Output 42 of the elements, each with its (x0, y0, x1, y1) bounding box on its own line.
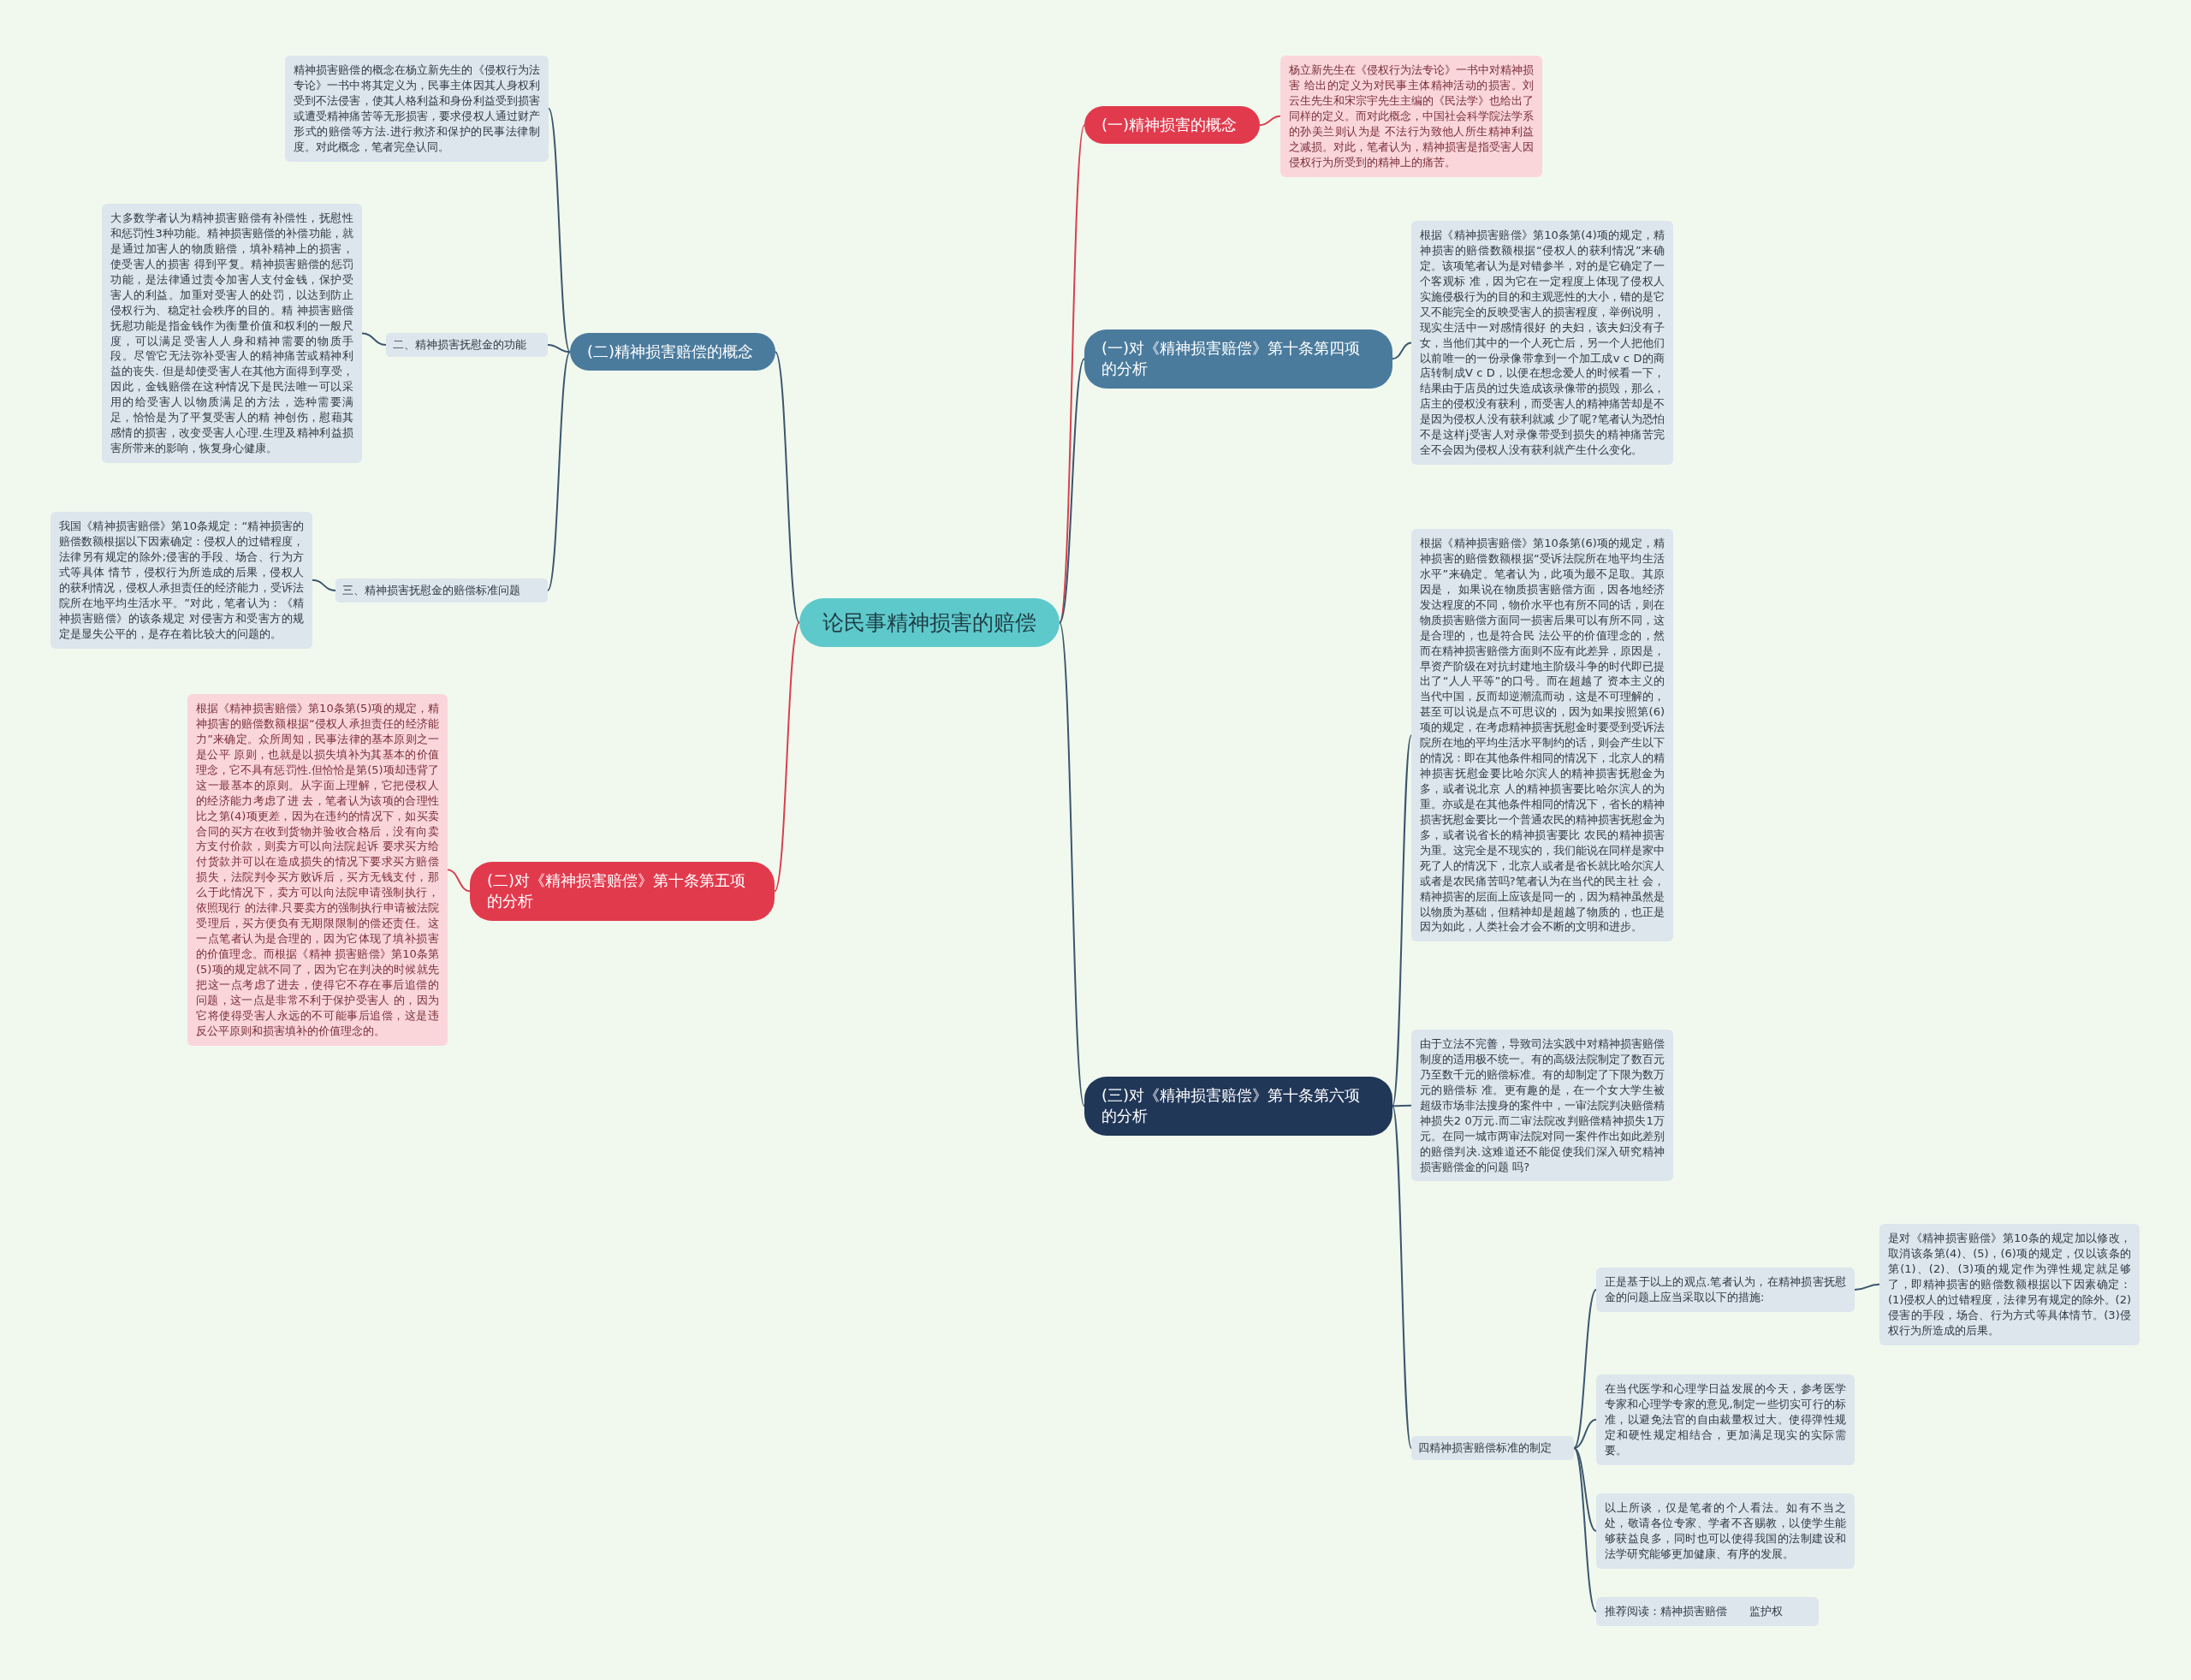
subtopic-label: 三、精神损害抚慰金的赔偿标准问题 (335, 579, 548, 603)
connector-line (447, 869, 471, 893)
connector-line (312, 579, 336, 591)
connector-line (1392, 734, 1412, 1107)
note-card: 根据《精神损害赔偿》第10条第(4)项的规定，精神损害的赔偿数额根据“侵权人的获利情况”来确定。该项笔者认为是对错参半，对的是它确定了一个客观标 准，因为它在一定程度上体现了侵权人实施侵极行为的目的和主观恶性的大小，错的是它又不能完全的反映受害人的损害程度，举例说明，现实生活中一对感情很好 的夫妇，该夫妇没有子女，当他们其中的一个人死亡后，另一个人把他们以前唯一的一份录像带拿到一个加工成v c D的商店转制成V c D，以便在想念爱人的时候看一下，结果由于店员的过失造成该录像带的损毁，那么，店主的侵权没有获利，而受害人的精神痛苦却是不是因为侵权人没有获利就减 少了呢?笔者认为恐怕不是这样j受害人对录像带受到损失的精神痛苦完全不会因为侵权人没有获利就产生什么变化。 (1411, 221, 1673, 466)
note-card: 在当代医学和心理学日益发展的今天，参考医学专家和心理学专家的意见,制定一些切实可行的标准，以避免法官的自由裁量权过大。使得弹性规定和硬性规定相结合，更加满足现实的实际需要。 (1596, 1374, 1855, 1465)
note-card: 根据《精神损害赔偿》第10条第(6)项的规定，精神损害的赔偿数额根据“受诉法院所在地平均生活水平”来确定。笔者认为，此项为最不足取。其原因是， 如果说在物质损害赔偿方面，因各地经济发达程度的不同，物价水平也有所不同的话，则在物质损害赔偿方面同一损害后果可以有所不同，这是合理的，也是符合民 法公平的价值理念的，然而在精神损害赔偿方面则不应有此差异，原因是，早资产阶级在对抗封建地主阶级斗争的时代即已提出了“人人平等”的口号。而在超越了 资本主义的当代中国，反而却逆潮流而动，这是不可理解的，甚至可以说是点不可思议的，因为如果按照第(6)项的规定，在考虑精神损害抚慰金时要受到受诉法院所在地的平均生活水平制约的话，则会产生以下的情况：即在其他条件相同的情况下，北京人的精神损害抚慰金要比哈尔滨人的精神损害抚慰金为多，或者说北京 人的精神损害要比哈尔滨人的为重。亦或是在其他条件相同的情况下，省长的精神损害抚慰金要比一个普通农民的精神损害抚慰金为多，或者说省长的精神损害要比 农民的精神损害为重。这完全是不现实的，我们能说在同样是家中死了人的情况下，北京人或者是省长就比哈尔滨人或者是农民痛苦吗?笔者认为在当代的民主社 会，精神损害的层面上应该是同一的，因为精神虽然是以物质为基础，但精神却是超越了物质的，也正是因为如此，人类社会才会不断的文明和进步。 (1411, 529, 1673, 942)
branch-topic: (二)精神损害赔偿的概念 (570, 333, 775, 371)
note-card: 杨立新先生在《侵权行为法专论》一书中对精神损害 给出的定义为对民事主体精神活动的损害。刘云生先生和宋宗宇先生主编的《民法学》也给出了同样的定义。而对此概念，中国社会科学院法学系的孙美兰则认为是 不法行为致他人所生精神利益之减损。对此，笔者认为，精神损害是指受害人因侵权行为所受到的精神上的痛苦。 (1280, 56, 1542, 177)
central-topic: 论民事精神损害的赔偿 (799, 598, 1060, 647)
connector-line (1854, 1283, 1880, 1291)
note-card: 根据《精神损害赔偿》第10条第(5)项的规定，精神损害的赔偿数额根据“侵权人承担责任的经济能力”来确定。众所周知，民事法律的基本原则之一是公平 原则，也就是以损失填补为其基本的价值理念，它不具有惩罚性.但恰恰是第(5)项却违背了这一最基本的原则。从字面上理解，它把侵权人的经济能力考虑了进 去，笔者认为该项的合理性比之第(4)项更差，因为在违约的情况下，如买卖合同的买方在收到货物并验收合格后，没有向卖方支付价款，则卖方可以向法院起诉 要求买方给付货款并可以在造成损失的情况下要求买方赔偿损失，法院判令买方败诉后，买方无钱支付，那么于此情况下，卖方可以向法院申请强制执行，依照现行 的法律.只要卖方的强制执行申请被法院受理后，买方便负有无期限限制的偿还责任。这一点笔者认为是合理的，因为它体现了填补损害的价值理念。而根据《精神 损害赔偿》第10条第(5)项的规定就不同了，因为它在判决的时候就先把这一点考虑了进去，使得它不存在事后追偿的问题，这一点是非常不利于保护受害人 的，因为它将使得受害人永远的不可能事后追偿，这是违反公平原则和损害填补的价值理念的。 (187, 694, 448, 1046)
note-card: 推荐阅读：精神损害赔偿 监护权 (1596, 1597, 1819, 1626)
connector-line (1573, 1418, 1597, 1449)
branch-topic: (三)对《精神损害赔偿》第十条第六项的分析 (1084, 1077, 1392, 1136)
branch-topic: (二)对《精神损害赔偿》第十条第五项的分析 (470, 862, 775, 921)
connector-line (547, 344, 571, 353)
note-card: 我国《精神损害赔偿》第10条规定：“精神损害的赔偿数额根据以下因素确定：侵权人的过错程度，法律另有规定的除外;侵害的手段、场合、行为方式等具体 情节，侵权行为所造成的后果，侵权人的获利情况，侵权人承担责任的经济能力，受诉法院所在地平均生活水平。”对此，笔者认为：《精神损害赔偿》的该条规定 对侵害方和受害方的规定是显失公平的，是存在着比较大的问题的。 (50, 512, 312, 649)
note-card: 是对《精神损害赔偿》第10条的规定加以修改，取消该条第(4)、(5)，(6)项的规定，仅以该条的第(1)、(2)、(3)项的规定作为弹性规定就足够了，即精神损害的赔偿数额根据以下因素确定：(1)侵权人的过错程度，法律另有规定的除外。(2)侵害的手段，场合、行为方式等具体情节。(3)侵权行为所造成的后果。 (1879, 1224, 2140, 1345)
connector-line (1573, 1447, 1597, 1532)
subtopic-label: 二、精神损害抚慰金的功能 (386, 333, 548, 357)
note-card: 精神损害赔偿的概念在杨立新先生的《侵权行为法专论》一书中将其定义为，民事主体因其人身权利受到不法侵害，使其人格利益和身份利益受到损害或遭受精神痛苦等无形损害，要求侵权人通过财产形式的赔偿等方法.进行救济和保护的民事法律制度。对此概念，笔者完垒认同。 (285, 56, 549, 162)
branch-topic: (一)精神损害的概念 (1084, 106, 1260, 145)
connector-line (1392, 1105, 1412, 1449)
note-card: 正是基于以上的观点.笔者认为，在精神损害抚慰金的问题上应当采取以下的措施: (1596, 1267, 1855, 1312)
connector-line (1573, 1447, 1597, 1612)
note-card: 由于立法不完善，导致司法实践中对精神损害赔偿制度的适用极不统一。有的高级法院制定了数百元乃至数千元的赔偿标准。有的却制定了下限为数万元的赔偿标 准。更有趣的是，在一个女大学生被超级市场非法搜身的案件中，一审法院判决赔偿精神损失2 0万元.而二审法院改判赔偿精神损失1万元。在同一城市两审法院对同一案件作出如此差别的赔偿判决.这难道还不能促使我们深入研究精神损害赔偿金的问题 吗? (1411, 1030, 1673, 1182)
note-card: 以上所谈，仅是笔者的个人看法。如有不当之处，敬请各位专家、学者不吝赐教，以使学生能够获益良多，同时也可以使得我国的法制建设和法学研究能够更加健康、有序的发展。 (1596, 1493, 1855, 1569)
subtopic-label: 四精神损害赔偿标准的制定 (1411, 1436, 1574, 1460)
connector-line (774, 621, 800, 893)
note-card: 大多数学者认为精神损害赔偿有补偿性，抚慰性和惩罚性3种功能。精神损害赔偿的补偿功能，就是通过加害人的物质赔偿，填补精神上的损害，使受害人的损害 得到平复。精神损害赔偿的惩罚功能，是法律通过责令加害人支付金钱，保护受害人的利益。加重对受害人的处罚，以达到防止侵权行为、稳定社会秩序的目的。精 神损害赔偿抚慰功能是指金钱作为衡量价值和权利的一般尺度，可以满足受害人人身和精神需要的物质手段。尽管它无法弥补受害人的精神痛苦或精神利益的丧失. 但是却使受害人在其他方面得到享受，因此，金钱赔偿在这种情况下是民法唯一可以采用的给受害人以物质满足的方法，选种需要满足，恰恰是为了平复受害人的精 神创伤，慰藉其感情的损害，改变受害人心理.生理及精神利益损害所带来的影响，恢复身心健康。 (102, 204, 362, 463)
connector-line (548, 107, 571, 353)
connector-line (1573, 1288, 1597, 1449)
connector-line (1059, 358, 1085, 624)
connector-line (1392, 341, 1412, 360)
connector-line (1392, 1104, 1412, 1107)
connector-line (547, 351, 571, 591)
connector-line (361, 332, 387, 346)
connector-line (1259, 115, 1281, 127)
connector-line (1059, 621, 1085, 1107)
connector-line (775, 351, 800, 624)
branch-topic: (一)对《精神损害赔偿》第十条第四项的分析 (1084, 329, 1392, 389)
